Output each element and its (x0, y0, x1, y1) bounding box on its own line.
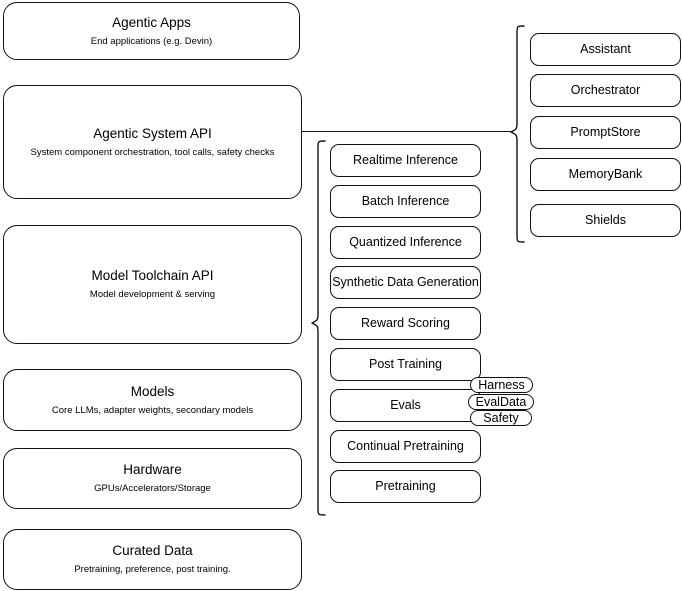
toolchain-item-label: Continual Pretraining (347, 438, 464, 453)
toolchain-item-label: Evals (390, 397, 421, 412)
layer-box-agentic-system-api[interactable]: Agentic System API System component orch… (3, 85, 302, 199)
layer-title: Model Toolchain API (91, 268, 214, 284)
agentic-component-label: Assistant (580, 41, 631, 56)
toolchain-item-label: Pretraining (375, 478, 436, 493)
layer-box-model-toolchain-api[interactable]: Model Toolchain API Model development & … (3, 225, 302, 344)
toolchain-item-batch-inference[interactable]: Batch Inference (330, 185, 481, 218)
eval-tag-evaldata[interactable]: EvalData (468, 394, 534, 410)
layer-subtitle: Core LLMs, adapter weights, secondary mo… (51, 404, 254, 416)
agentic-component-memorybank[interactable]: MemoryBank (530, 158, 681, 191)
layer-subtitle: End applications (e.g. Devin) (90, 35, 213, 47)
layer-subtitle: System component orchestration, tool cal… (30, 146, 275, 158)
toolchain-item-reward-scoring[interactable]: Reward Scoring (330, 307, 481, 340)
agentic-component-label: PromptStore (570, 124, 641, 139)
toolchain-item-evals[interactable]: Evals (330, 389, 481, 422)
toolchain-item-label: Quantized Inference (349, 234, 462, 249)
toolchain-item-label: Post Training (369, 356, 442, 371)
layer-subtitle: GPUs/Accelerators/Storage (94, 483, 211, 494)
layer-box-models[interactable]: Models Core LLMs, adapter weights, secon… (3, 369, 302, 431)
layer-title: Agentic Apps (112, 14, 191, 30)
layer-subtitle: Model development & serving (89, 289, 216, 300)
agentic-component-label: Shields (585, 212, 626, 227)
brace-agentic-components (510, 25, 525, 243)
agentic-component-label: MemoryBank (568, 166, 643, 181)
toolchain-item-label: Realtime Inference (353, 152, 458, 167)
brace-toolchain-items (311, 140, 326, 516)
layer-subtitle: Pretraining, preference, post training. (74, 564, 231, 575)
layer-box-agentic-apps[interactable]: Agentic Apps End applications (e.g. Devi… (3, 2, 300, 60)
toolchain-item-label: Synthetic Data Generation (332, 274, 479, 289)
agentic-component-shields[interactable]: Shields (530, 204, 681, 237)
eval-tag-harness[interactable]: Harness (470, 377, 533, 393)
toolchain-item-pretraining[interactable]: Pretraining (330, 470, 481, 503)
layer-title: Hardware (123, 462, 182, 478)
agentic-component-assistant[interactable]: Assistant (530, 33, 681, 66)
eval-tag-label: Safety (483, 411, 519, 425)
toolchain-item-post-training[interactable]: Post Training (330, 348, 481, 381)
toolchain-item-continual-pretraining[interactable]: Continual Pretraining (330, 430, 481, 463)
eval-tag-safety[interactable]: Safety (470, 410, 532, 426)
layer-title: Models (130, 383, 175, 399)
layer-box-hardware[interactable]: Hardware GPUs/Accelerators/Storage (3, 448, 302, 509)
toolchain-item-label: Reward Scoring (361, 315, 450, 330)
agentic-component-orchestrator[interactable]: Orchestrator (530, 74, 681, 107)
layer-box-curated-data[interactable]: Curated Data Pretraining, preference, po… (3, 529, 302, 590)
toolchain-item-quantized-inference[interactable]: Quantized Inference (330, 226, 481, 259)
layer-title: Curated Data (112, 543, 193, 559)
agentic-component-promptstore[interactable]: PromptStore (530, 116, 681, 149)
eval-tag-label: Harness (478, 378, 525, 392)
toolchain-item-synthetic-data-generation[interactable]: Synthetic Data Generation (330, 266, 481, 299)
agentic-component-label: Orchestrator (570, 82, 641, 97)
layer-title: Agentic System API (93, 125, 212, 141)
connector-system-api-to-components (302, 131, 512, 133)
toolchain-item-realtime-inference[interactable]: Realtime Inference (330, 144, 481, 177)
toolchain-item-label: Batch Inference (361, 193, 450, 208)
eval-tag-label: EvalData (475, 395, 527, 409)
